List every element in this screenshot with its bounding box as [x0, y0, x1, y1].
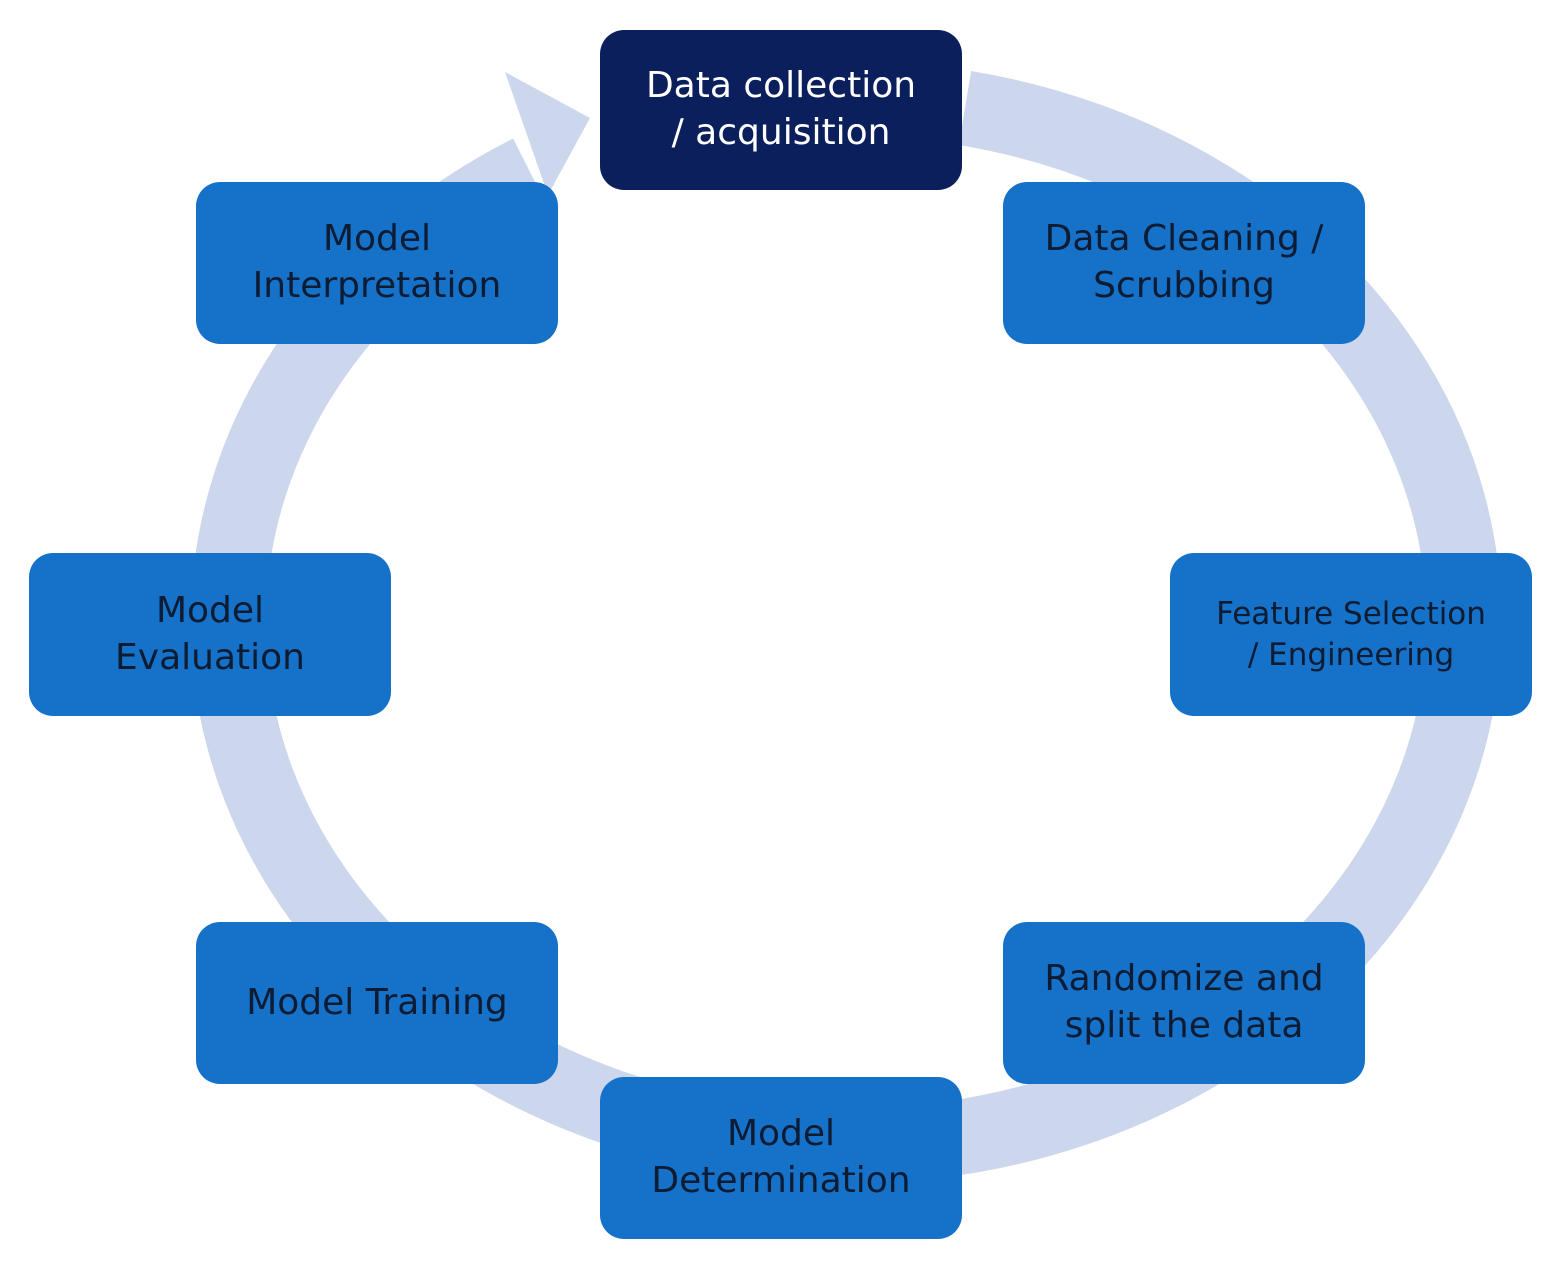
step-model-determination: Model Determination — [600, 1077, 962, 1239]
step-model-evaluation: Model Evaluation — [29, 553, 391, 716]
step-label: Model Evaluation — [115, 589, 305, 678]
step-label: Data collection / acquisition — [645, 65, 917, 153]
cycle-arrowhead — [505, 72, 590, 195]
step-feature-selection: Feature Selection / Engineering — [1170, 553, 1532, 716]
step-label: Model Determination — [651, 1113, 911, 1201]
step-label: Randomize and split the data — [1044, 958, 1324, 1046]
step-randomize-split: Randomize and split the data — [1003, 922, 1365, 1084]
step-model-training: Model Training — [196, 922, 558, 1084]
step-label: Model Interpretation — [252, 218, 502, 306]
step-data-cleaning: Data Cleaning / Scrubbing — [1003, 182, 1365, 344]
step-model-interpretation: Model Interpretation — [196, 182, 558, 344]
step-label: Feature Selection / Engineering — [1216, 596, 1486, 673]
step-data-collection: Data collection / acquisition — [600, 30, 962, 190]
step-label: Data Cleaning / Scrubbing — [1044, 218, 1324, 306]
step-label: Model Training — [246, 981, 508, 1023]
